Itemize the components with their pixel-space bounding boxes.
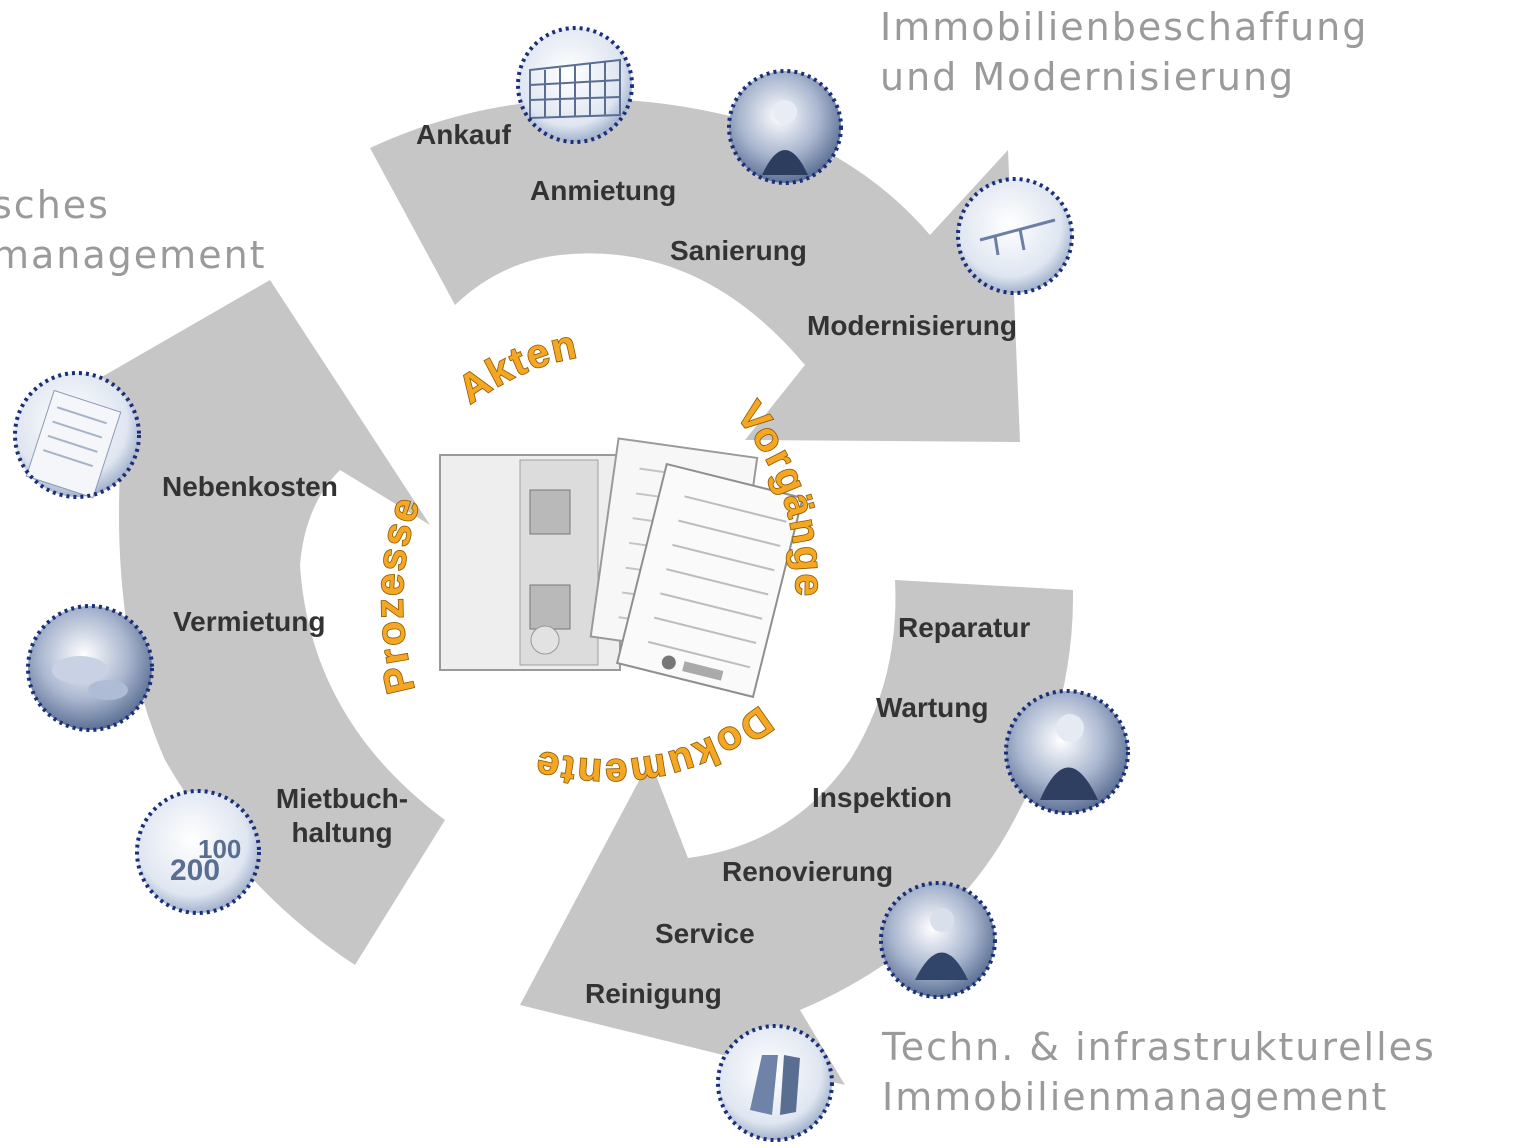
step-ankauf: Ankauf [416, 119, 511, 150]
banknotes-photo-badge: 200 100 [135, 789, 261, 915]
top-title-line-1: Immobilienbeschaffung [880, 5, 1369, 49]
arrow-bottom-technical [520, 580, 1074, 1085]
center-word-akten: Akten [451, 322, 582, 412]
step-anmietung: Anmietung [530, 175, 677, 206]
step-reparatur: Reparatur [898, 612, 1031, 643]
step-mietbuchhaltung-line-1: Mietbuch- [275, 783, 409, 814]
step-reinigung: Reinigung [585, 978, 722, 1009]
left-title-line-2: management [0, 233, 267, 277]
coins-photo-badge [26, 604, 154, 732]
documents-photo-badge [13, 371, 141, 499]
left-title-line-1: sches [0, 183, 110, 227]
step-service: Service [655, 918, 755, 949]
bottom-title-line-1: Techn. & infrastrukturelles [882, 1025, 1436, 1069]
center-word-prozesse: Prozesse [368, 491, 429, 698]
engineer-photo-badge [727, 69, 843, 185]
binder-illustration [439, 437, 804, 699]
left-section-title: sches management [0, 180, 267, 280]
step-nebenkosten: Nebenkosten [162, 471, 338, 502]
technician-photo-badge [1004, 689, 1130, 815]
caliper-photo-badge [956, 177, 1074, 295]
gloves-photo-badge [716, 1024, 834, 1142]
bottom-section-title: Techn. & infrastrukturelles Immobilienma… [882, 1022, 1436, 1122]
step-vermietung: Vermietung [173, 606, 326, 637]
office-worker-photo-badge [879, 881, 997, 999]
step-sanierung: Sanierung [670, 235, 807, 266]
arrow-top-acquisition [370, 98, 1020, 443]
step-wartung: Wartung [876, 692, 989, 723]
step-inspektion: Inspektion [812, 782, 953, 813]
step-modernisierung: Modernisierung [807, 310, 1018, 341]
step-mietbuchhaltung: Mietbuch- haltung [272, 782, 412, 850]
step-renovierung: Renovierung [722, 856, 894, 887]
skyscraper-photo-badge [516, 26, 634, 144]
step-mietbuchhaltung-line-2: haltung [291, 817, 393, 848]
top-section-title: Immobilienbeschaffung und Modernisierung [880, 2, 1368, 102]
svg-text:100: 100 [198, 834, 241, 864]
svg-text:200: 200 [170, 854, 220, 887]
center-word-dokumente: Dokumente [530, 698, 780, 795]
bottom-title-line-2: Immobilienmanagement [882, 1075, 1389, 1119]
top-title-line-2: und Modernisierung [880, 55, 1296, 99]
